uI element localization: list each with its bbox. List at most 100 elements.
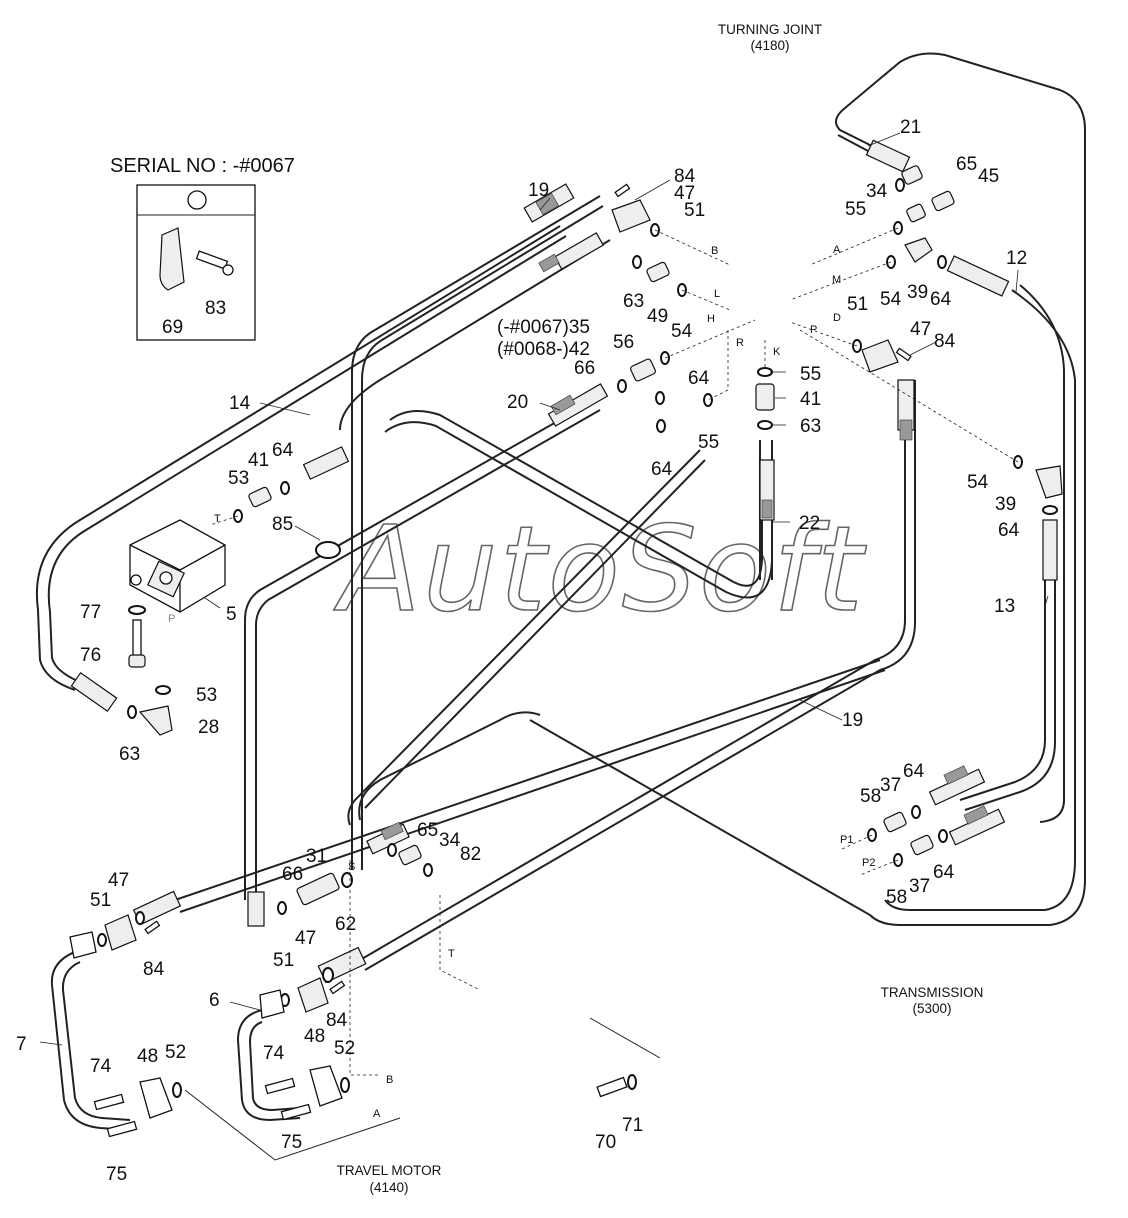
callout: 41 — [800, 389, 821, 410]
callout: 84 — [934, 331, 956, 352]
hose-21-12 — [529, 52, 1086, 926]
hose-19-upper — [351, 195, 604, 870]
callout: 71 — [622, 1115, 643, 1136]
callout: 64 — [933, 862, 955, 883]
callout: 75 — [106, 1164, 127, 1185]
callout: 66 — [574, 358, 595, 379]
hose-13 — [959, 540, 1056, 811]
callout: 65 — [417, 820, 438, 841]
serial-label: SERIAL NO : -#0067 — [110, 155, 295, 177]
callout: 31 — [306, 846, 327, 867]
callout: 6 — [209, 990, 220, 1011]
callout: 66 — [282, 864, 303, 885]
callout: 19 — [842, 710, 863, 731]
port-lines — [184, 227, 1019, 1161]
port-t-lower: T — [448, 948, 455, 960]
transmission-title: TRANSMISSION — [881, 985, 984, 1000]
callout: 84 — [674, 166, 696, 187]
callout: 7 — [16, 1034, 27, 1055]
callout: 5 — [226, 604, 237, 625]
part-callouts: 21 65 45 34 55 12 54 39 64 51 47 84 55 4… — [16, 117, 1027, 1185]
turning-joint-title: TURNING JOINT — [718, 22, 822, 37]
callout: 76 — [80, 645, 101, 666]
callout: 28 — [198, 717, 219, 738]
fittings — [69, 165, 1063, 1138]
callout: 14 — [229, 393, 251, 414]
callout: 51 — [847, 294, 868, 315]
port-a-motor: A — [373, 1108, 381, 1120]
callout: 52 — [165, 1042, 186, 1063]
callout: 65 — [956, 154, 977, 175]
callout: 63 — [119, 744, 140, 765]
callout: 84 — [326, 1010, 348, 1031]
hose-19-lower — [359, 380, 916, 971]
travel-motor-title: TRAVEL MOTOR — [337, 1163, 442, 1178]
callout: 49 — [647, 306, 668, 327]
callout: 74 — [90, 1056, 112, 1077]
callout: 83 — [205, 298, 226, 319]
port-a: A — [833, 244, 841, 256]
port-s: S — [348, 861, 355, 873]
port-k: K — [773, 346, 781, 358]
callout: 47 — [674, 183, 695, 204]
callout: 64 — [998, 520, 1020, 541]
hose-49-line — [339, 239, 611, 431]
callout: 58 — [886, 887, 907, 908]
callout: 58 — [860, 786, 881, 807]
callout: 55 — [845, 199, 866, 220]
callout: 37 — [909, 876, 930, 897]
serial-inset: SERIAL NO : -#0067 — [110, 155, 295, 341]
port-t: T — [214, 513, 221, 525]
callout: 74 — [263, 1043, 285, 1064]
port-r: R — [736, 337, 744, 349]
callout: 54 — [967, 472, 989, 493]
port-h: H — [707, 313, 715, 325]
callout: 55 — [800, 364, 821, 385]
callout: 48 — [137, 1046, 158, 1067]
callout: 84 — [143, 959, 165, 980]
port-b: B — [711, 245, 718, 257]
hose-20 — [244, 399, 773, 905]
port-p-valve: P — [168, 613, 175, 625]
port-m: M — [832, 274, 841, 286]
callout: 69 — [162, 317, 183, 338]
callout: 47 — [295, 928, 316, 949]
callout: 77 — [80, 602, 101, 623]
callout: 63 — [623, 291, 644, 312]
port-p: P — [810, 324, 817, 336]
callout: 45 — [978, 166, 999, 187]
callout: 54 — [671, 321, 693, 342]
callout: 39 — [907, 282, 928, 303]
transmission-code: (5300) — [912, 1001, 951, 1016]
callout: 51 — [273, 950, 294, 971]
port-labels: A M D P B L H R K T P P1 P2 S T B A — [168, 244, 875, 1120]
callout: 54 — [880, 289, 902, 310]
callout: 34 — [439, 830, 461, 851]
callout: 22 — [799, 513, 820, 534]
callout: 39 — [995, 494, 1016, 515]
callout: 53 — [228, 468, 249, 489]
callout: 21 — [900, 117, 921, 138]
callout: 52 — [334, 1038, 355, 1059]
callout: 13 — [994, 596, 1015, 617]
leader-lines — [39, 132, 1049, 1046]
callout: 64 — [930, 289, 952, 310]
port-l: L — [714, 288, 720, 300]
port-p2: P2 — [862, 857, 875, 869]
callout: 64 — [272, 440, 294, 461]
port-p1: P1 — [840, 834, 853, 846]
turning-joint-code: (4180) — [750, 38, 789, 53]
callout: 34 — [866, 181, 888, 202]
callout: 64 — [688, 368, 710, 389]
callout: 48 — [304, 1026, 325, 1047]
callout: (#0068-)42 — [497, 339, 590, 360]
hose-7 — [50, 949, 131, 1131]
port-b-motor: B — [386, 1074, 393, 1086]
hose-14 — [36, 225, 567, 691]
section-titles: TURNING JOINT (4180) TRANSMISSION (5300)… — [337, 22, 984, 1195]
valve-block-5 — [129, 519, 226, 613]
callout: 62 — [335, 914, 356, 935]
callout: 63 — [800, 416, 821, 437]
hoses — [36, 52, 1086, 1131]
